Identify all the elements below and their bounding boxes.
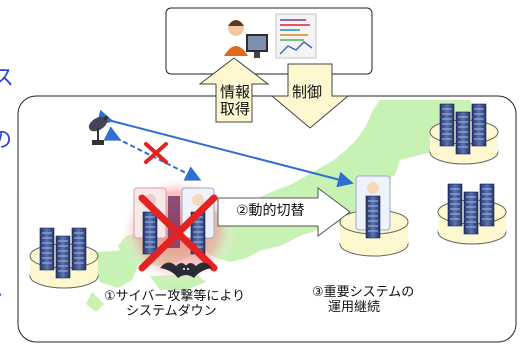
continuity-line-2: 運用継続 [328, 299, 381, 315]
dynamic-switch-label: ②動的切替 [236, 203, 305, 219]
server-rack-icon-left [29, 227, 99, 289]
operator-panel [165, 7, 373, 75]
info-get-line-1: 情報 [220, 83, 251, 101]
server-rack-icon-top-right [429, 103, 499, 165]
continuity-label: ③重要システムの 運用継続 [312, 285, 415, 316]
backup-system [339, 175, 409, 257]
dynamic-switch-arrow [217, 187, 351, 237]
continuity-line-1: ③重要システムの [312, 285, 415, 300]
info-get-line-2: 取得 [220, 100, 251, 119]
server-rack-icon-bottom-right [437, 183, 507, 245]
monitoring-screen-icon [275, 13, 317, 59]
blocked-link-x [144, 142, 168, 164]
cyber-attack-label: ①サイバー攻撃等により システムダウン [104, 289, 246, 320]
bat-attack-icon [160, 262, 212, 278]
info-get-label: 情報 取得 [220, 83, 251, 119]
edge-glyph-2: の [0, 128, 13, 153]
cyber-attack-line-2: システムダウン [126, 303, 217, 319]
operator-at-monitor-icon [224, 20, 268, 58]
link-to-primary [103, 126, 202, 181]
satellite-dish-icon [88, 116, 108, 145]
control-label: 制御 [292, 83, 323, 101]
system-down-x [138, 194, 218, 272]
edge-glyph-3: 、 [0, 270, 16, 302]
edge-glyph-1: ス [0, 66, 15, 91]
cyber-attack-line-1: ①サイバー攻撃等により [104, 289, 246, 304]
